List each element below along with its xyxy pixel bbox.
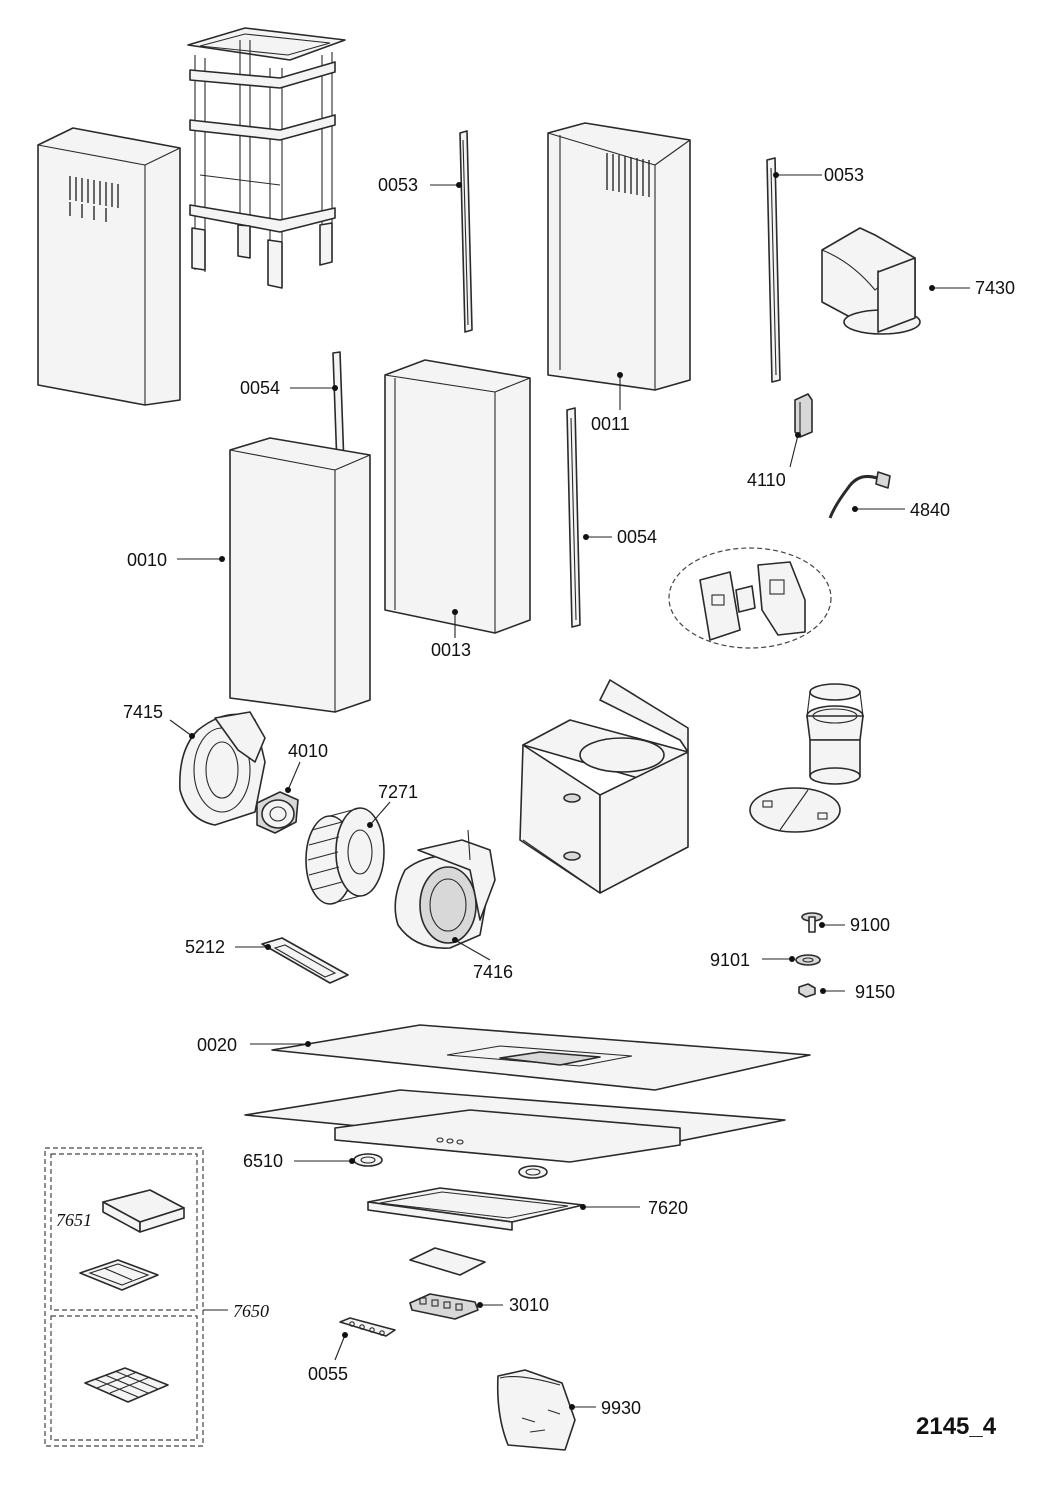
motor-4010 — [256, 791, 299, 834]
part-label: 4110 — [747, 470, 786, 490]
part-label: 0055 — [308, 1364, 348, 1384]
leader-lines — [169, 172, 970, 1410]
fastener-9101 — [795, 954, 821, 966]
part-label: 7430 — [975, 278, 1015, 298]
diagram-reference: 2145_4 — [916, 1413, 997, 1440]
control-board-3010 — [409, 1293, 479, 1320]
component-4110 — [794, 393, 813, 438]
bracket-assembly-detail — [668, 547, 832, 649]
fastener-9100 — [801, 912, 823, 933]
reducer-ring — [806, 683, 864, 785]
fan-wheel-7271 — [305, 807, 385, 905]
part-label: 0053 — [824, 165, 864, 185]
fastener-9150 — [798, 983, 816, 998]
part-label: 0053 — [378, 175, 418, 195]
support-frame — [187, 27, 346, 289]
part-label: 0020 — [197, 1035, 237, 1055]
part-label: 0010 — [127, 550, 167, 570]
chimney-cover-0013 — [384, 359, 531, 634]
part-label: 0011 — [591, 414, 630, 434]
part-label: 5212 — [185, 937, 225, 957]
check-valve-disc — [749, 787, 841, 833]
bracket-5212 — [261, 937, 349, 984]
chimney-cover-0010 — [229, 437, 371, 713]
outlet-adapter-7430 — [821, 227, 921, 335]
cable-4840 — [828, 471, 891, 519]
part-label: 9101 — [710, 950, 750, 970]
part-label: 7271 — [378, 782, 418, 802]
glass-plate-0020 — [271, 1024, 811, 1091]
part-label: 0054 — [617, 527, 657, 547]
hardware-bag-9930 — [496, 1369, 576, 1451]
light-6510-right — [518, 1165, 548, 1179]
part-label: 7620 — [648, 1198, 688, 1218]
motor-housing-box — [519, 679, 689, 894]
part-label: 4010 — [288, 741, 328, 761]
chimney-cover-left — [37, 127, 181, 406]
filter-frame-7620 — [367, 1187, 584, 1231]
rail-0053-right — [766, 157, 781, 383]
control-bracket — [409, 1247, 486, 1276]
part-label: 0013 — [431, 640, 471, 660]
part-label: 6510 — [243, 1151, 283, 1171]
chimney-cover-0011 — [547, 122, 691, 391]
button-strip-0055 — [339, 1317, 396, 1337]
part-label: 9930 — [601, 1398, 641, 1418]
carbon-filter-7651 — [102, 1189, 185, 1233]
part-label: 0054 — [240, 378, 280, 398]
part-label: 7416 — [473, 962, 513, 982]
filter-holder-7651 — [79, 1259, 159, 1291]
blower-housing-7415 — [179, 711, 266, 826]
filter-grid-7650 — [84, 1367, 169, 1403]
rail-0054-right — [566, 407, 581, 628]
blower-housing-7416 — [394, 829, 496, 949]
rail-0053-center — [459, 130, 473, 333]
hood-body-frame — [244, 1089, 786, 1163]
light-6510-left — [353, 1153, 383, 1167]
part-label: 7415 — [123, 702, 163, 722]
kit-label: 7650 — [233, 1301, 269, 1321]
part-label: 3010 — [509, 1295, 549, 1315]
part-label: 9100 — [850, 915, 890, 935]
filter-kit-box — [44, 1147, 204, 1447]
part-label: 9150 — [855, 982, 895, 1002]
kit-sub-label: 7651 — [56, 1210, 92, 1230]
part-label: 4840 — [910, 500, 950, 520]
